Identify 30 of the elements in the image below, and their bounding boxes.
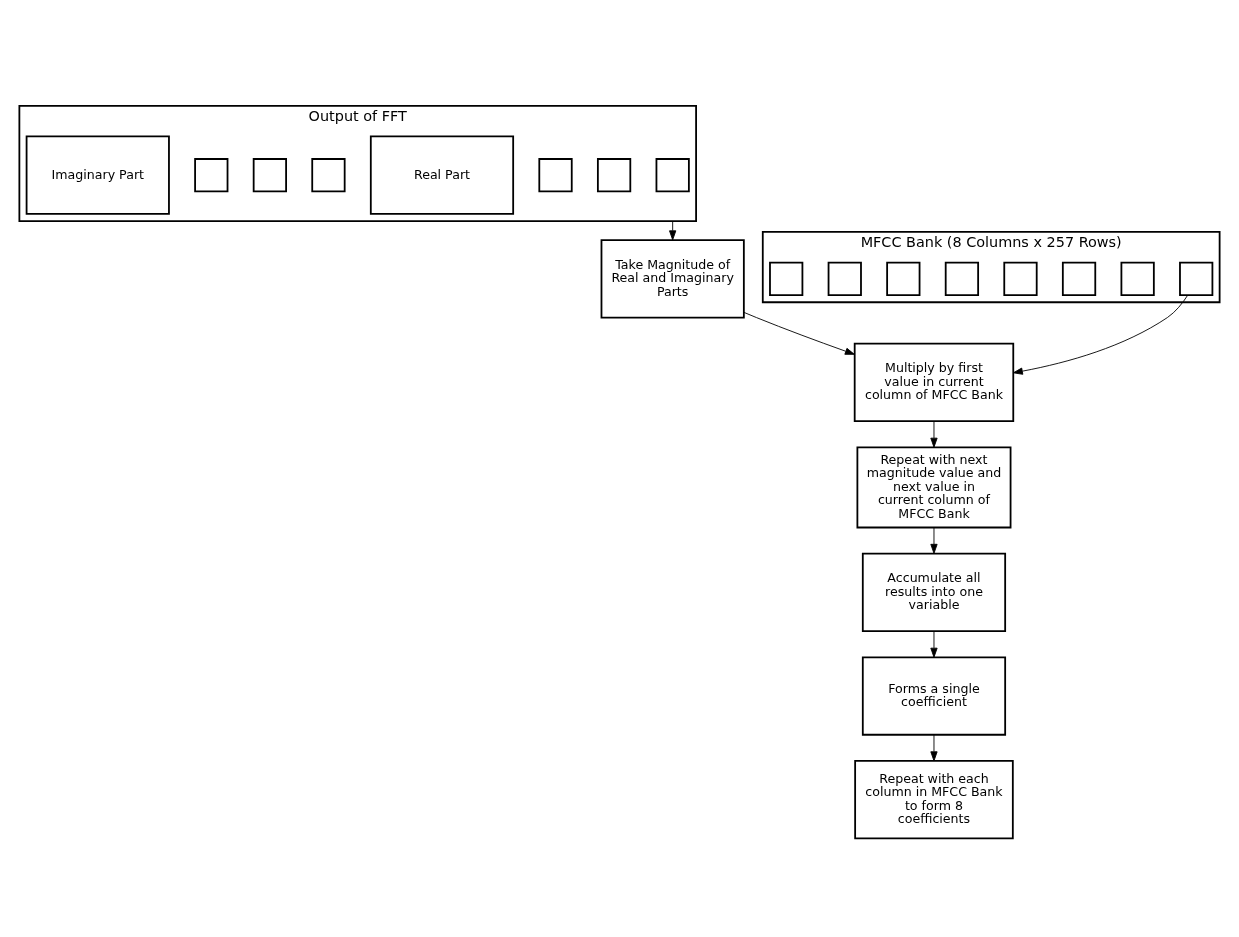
arrow bbox=[743, 311, 855, 355]
node-box: Take Magnitude of Real and Imaginary Parts bbox=[600, 239, 745, 319]
arrow bbox=[669, 220, 677, 241]
node-box bbox=[769, 261, 804, 296]
node-box bbox=[886, 261, 921, 296]
node-box bbox=[655, 158, 690, 193]
node-box bbox=[311, 158, 346, 193]
node-box bbox=[596, 158, 632, 193]
node-box bbox=[1120, 261, 1155, 296]
node-box: Repeat with next magnitude value and next value in current column of MFCC Bank bbox=[856, 446, 1012, 529]
node-box bbox=[194, 158, 229, 193]
node-box: Imaginary Part bbox=[25, 135, 170, 215]
node-box: Accumulate all results into one variable bbox=[861, 552, 1007, 633]
arrow bbox=[1012, 294, 1189, 375]
node-box: Real Part bbox=[369, 135, 515, 215]
node-box bbox=[827, 261, 862, 296]
node-box bbox=[944, 261, 980, 296]
node-box: Multiply by first value in current column of MFCC Bank bbox=[853, 342, 1015, 423]
arrow bbox=[930, 527, 938, 554]
node-box bbox=[252, 158, 287, 193]
cluster: MFCC Bank (8 Columns x 257 Rows) bbox=[761, 231, 1221, 304]
node-box bbox=[1179, 261, 1214, 296]
arrow bbox=[930, 734, 938, 762]
arrow bbox=[930, 630, 938, 658]
node-box: Forms a single coefficient bbox=[861, 656, 1007, 736]
node-box: Repeat with each column in MFCC Bank to form 8 coefficients bbox=[854, 760, 1014, 840]
node-box bbox=[1003, 261, 1038, 296]
node-box bbox=[1061, 261, 1097, 296]
node-box bbox=[538, 158, 573, 193]
arrow bbox=[930, 421, 938, 448]
